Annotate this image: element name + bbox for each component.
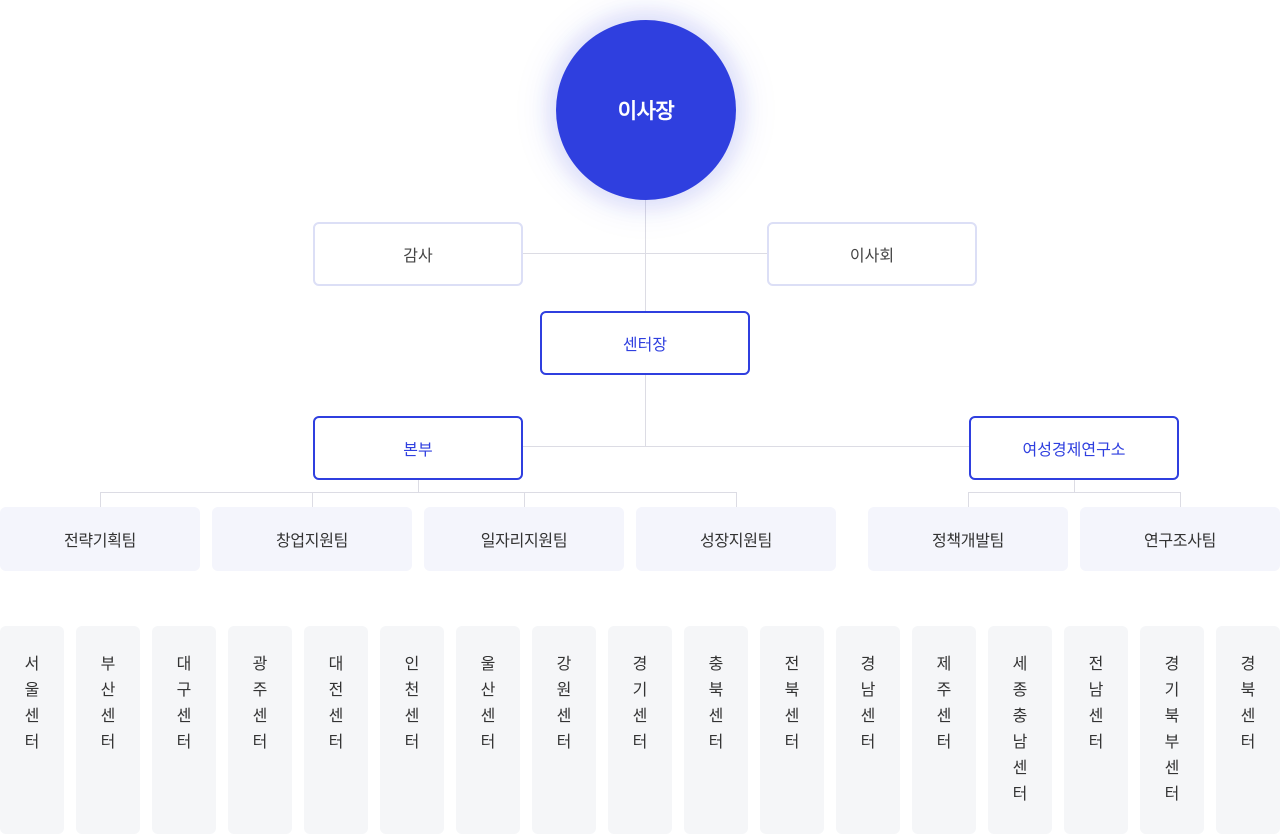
team-label: 정책개발팀 bbox=[931, 531, 1005, 550]
connector-team-1 bbox=[100, 492, 101, 507]
center-label: 울산센터 bbox=[480, 654, 496, 751]
connector-team-2 bbox=[312, 492, 313, 507]
connector-hq-institute bbox=[522, 446, 970, 447]
team-employment-support: 일자리지원팀 bbox=[424, 507, 624, 571]
team-research-survey: 연구조사팀 bbox=[1080, 507, 1280, 571]
regional-center: 인천센터 bbox=[380, 626, 444, 834]
auditor-label: 감사 bbox=[403, 246, 433, 265]
center-label: 제주센터 bbox=[936, 654, 952, 751]
regional-center: 전북센터 bbox=[760, 626, 824, 834]
regional-center: 경남센터 bbox=[836, 626, 900, 834]
regional-center: 전남센터 bbox=[1064, 626, 1128, 834]
team-policy-development: 정책개발팀 bbox=[868, 507, 1068, 571]
regional-center: 제주센터 bbox=[912, 626, 976, 834]
center-label: 광주센터 bbox=[252, 654, 268, 751]
auditor-node: 감사 bbox=[313, 222, 523, 286]
regional-center: 충북센터 bbox=[684, 626, 748, 834]
team-label: 전략기획팀 bbox=[63, 531, 137, 550]
center-label: 경기북부센터 bbox=[1164, 654, 1180, 803]
regional-center: 울산센터 bbox=[456, 626, 520, 834]
center-label: 경북센터 bbox=[1240, 654, 1256, 751]
center-label: 대전센터 bbox=[328, 654, 344, 751]
regional-center: 부산센터 bbox=[76, 626, 140, 834]
regional-center: 세종충남센터 bbox=[988, 626, 1052, 834]
connector-team-6 bbox=[1180, 492, 1181, 507]
team-growth-support: 성장지원팀 bbox=[636, 507, 836, 571]
center-label: 인천센터 bbox=[404, 654, 420, 751]
center-label: 강원센터 bbox=[556, 654, 572, 751]
regional-center: 대전센터 bbox=[304, 626, 368, 834]
connector-team-3 bbox=[524, 492, 525, 507]
director-node: 센터장 bbox=[540, 311, 750, 375]
regional-center: 서울센터 bbox=[0, 626, 64, 834]
center-label: 서울센터 bbox=[24, 654, 40, 751]
connector-institute-teams bbox=[968, 492, 1181, 493]
team-startup-support: 창업지원팀 bbox=[212, 507, 412, 571]
regional-center: 경기센터 bbox=[608, 626, 672, 834]
team-strategy-planning: 전략기획팀 bbox=[0, 507, 200, 571]
center-label: 충북센터 bbox=[708, 654, 724, 751]
center-label: 전북센터 bbox=[784, 654, 800, 751]
center-label: 경남센터 bbox=[860, 654, 876, 751]
regional-center: 경북센터 bbox=[1216, 626, 1280, 834]
team-label: 성장지원팀 bbox=[699, 531, 773, 550]
research-institute-label: 여성경제연구소 bbox=[1022, 440, 1126, 459]
center-label: 세종충남센터 bbox=[1012, 654, 1028, 803]
center-label: 부산센터 bbox=[100, 654, 116, 751]
board-label: 이사회 bbox=[849, 246, 895, 265]
center-label: 대구센터 bbox=[176, 654, 192, 751]
team-label: 창업지원팀 bbox=[275, 531, 349, 550]
regional-center: 강원센터 bbox=[532, 626, 596, 834]
connector-institute-down bbox=[1074, 479, 1075, 492]
headquarters-label: 본부 bbox=[403, 440, 433, 459]
director-label: 센터장 bbox=[622, 335, 668, 354]
team-label: 연구조사팀 bbox=[1143, 531, 1217, 550]
regional-center: 경기북부센터 bbox=[1140, 626, 1204, 834]
headquarters-node: 본부 bbox=[313, 416, 523, 480]
connector-auditor-board bbox=[522, 253, 768, 254]
regional-center: 광주센터 bbox=[228, 626, 292, 834]
chairman-node: 이사장 bbox=[556, 20, 736, 200]
research-institute-node: 여성경제연구소 bbox=[969, 416, 1179, 480]
connector-team-5 bbox=[968, 492, 969, 507]
center-label: 전남센터 bbox=[1088, 654, 1104, 751]
team-label: 일자리지원팀 bbox=[480, 531, 568, 550]
connector-hq-down bbox=[418, 479, 419, 492]
chairman-label: 이사장 bbox=[617, 99, 675, 123]
connector-team-4 bbox=[736, 492, 737, 507]
center-label: 경기센터 bbox=[632, 654, 648, 751]
connector-hq-teams bbox=[100, 492, 737, 493]
regional-center: 대구센터 bbox=[152, 626, 216, 834]
board-node: 이사회 bbox=[767, 222, 977, 286]
